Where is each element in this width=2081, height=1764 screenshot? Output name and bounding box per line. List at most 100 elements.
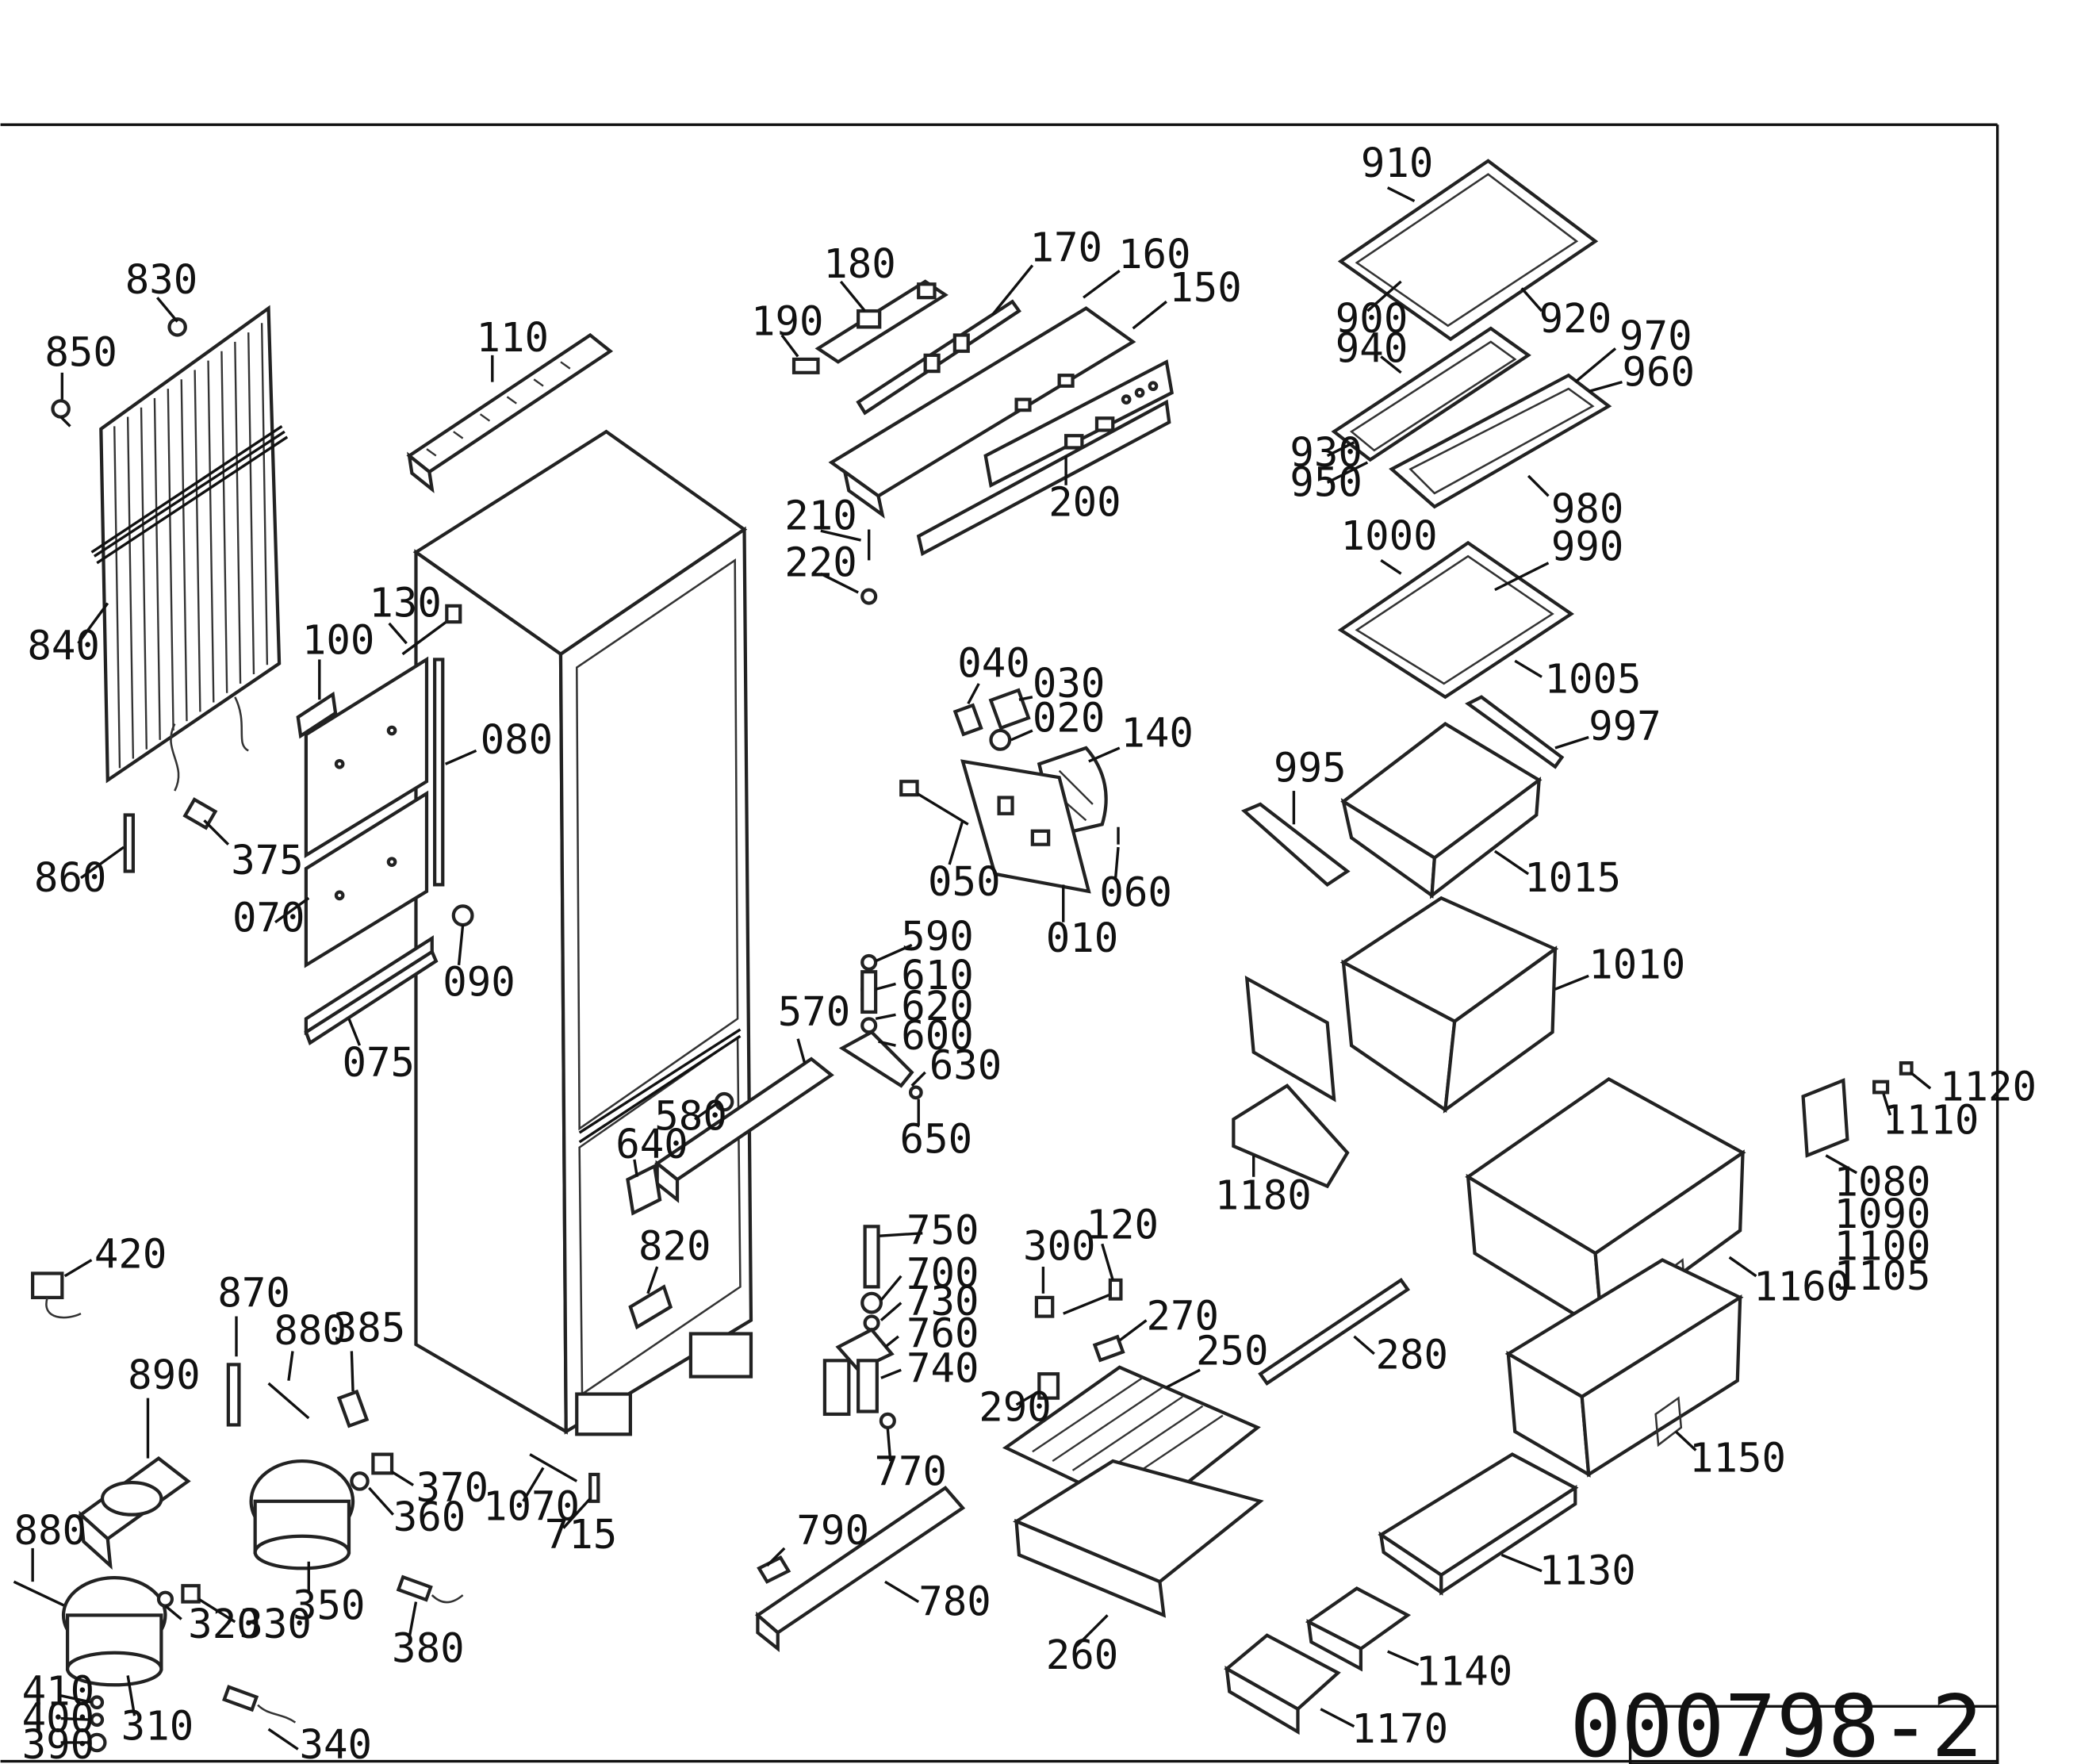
hinge-640[interactable] [626,1164,662,1216]
label-410: 410 [22,1668,95,1715]
bottom-hinges[interactable] [575,1332,753,1436]
leader-lines [31,186,1932,1751]
sound-box-890[interactable] [78,1456,191,1570]
pcb-170[interactable] [856,299,1021,416]
label-890: 890 [128,1352,201,1398]
label-320: 320 [188,1601,261,1647]
panel-100[interactable] [296,691,338,739]
label-385: 385 [333,1305,406,1352]
door-1080[interactable] [1801,1078,1849,1158]
control-housing-160[interactable] [828,306,1136,519]
cable-340[interactable] [222,1685,297,1724]
label-075: 075 [343,1039,416,1086]
shelf-930[interactable] [1331,326,1531,462]
label-880b: 880 [13,1507,86,1554]
cabinet-body[interactable] [412,429,753,1435]
label-160: 160 [1118,231,1191,278]
clip-330[interactable] [181,1584,201,1604]
capillary-880b[interactable] [13,1580,66,1608]
latch-1110[interactable] [1872,1079,1890,1095]
tray-260[interactable] [1013,1459,1264,1618]
part-300[interactable] [1034,1295,1055,1318]
sleeve-270[interactable] [1092,1334,1125,1363]
diagram-frame [0,123,1999,1764]
label-850: 850 [44,328,117,375]
drawer-1015[interactable] [1340,722,1543,899]
box-1140[interactable] [1305,1586,1412,1672]
knob-040[interactable] [952,703,983,737]
rail-995[interactable] [1240,802,1351,888]
nut-220[interactable] [860,588,878,605]
capillary-880a[interactable] [267,1382,310,1420]
plug-580[interactable] [714,1091,734,1112]
rail-997[interactable] [1465,695,1565,769]
label-090: 090 [443,959,515,1006]
part-1070[interactable] [529,1453,578,1482]
compressor-350[interactable] [249,1459,355,1570]
label-790[interactable] [757,1555,791,1584]
sleeve-375[interactable] [182,797,218,830]
inner-panels-070[interactable] [304,656,429,968]
clip-370[interactable] [371,1452,394,1475]
label-770: 770 [874,1448,947,1494]
plug-090[interactable] [451,904,474,927]
bulb-020[interactable] [989,728,1012,751]
gasket-strip-080[interactable] [433,658,445,887]
strip-200[interactable] [916,399,1171,557]
compressor-310[interactable] [61,1575,167,1687]
hinge-stack-590[interactable] [838,953,923,1100]
hinge-pin-750[interactable] [863,1225,880,1289]
sleeve-385[interactable] [336,1389,370,1428]
shelf-900[interactable] [1337,159,1599,342]
bracket-075[interactable] [304,935,439,1045]
box-1170[interactable] [1224,1633,1341,1735]
grommet-360[interactable] [350,1471,370,1491]
label-1105: 1105 [1834,1252,1930,1299]
label-070: 070 [232,895,305,941]
label-740: 740 [906,1344,979,1391]
label-970: 970 [1619,313,1692,359]
drawer-1010[interactable] [1339,895,1559,1114]
label-030: 030 [1033,660,1106,707]
pcb-180[interactable] [814,279,949,364]
fastener-850[interactable] [51,399,71,428]
connector-190[interactable] [791,357,820,374]
label-950: 950 [1290,458,1362,505]
drawer-1150[interactable] [1504,1258,1744,1478]
cable-050[interactable] [899,780,969,826]
label-1070: 1070 [483,1482,580,1529]
drier-870[interactable] [226,1363,241,1427]
bar-280[interactable] [1258,1278,1411,1386]
seal-030[interactable] [988,688,1031,731]
fastener-830[interactable] [167,317,187,337]
tray-1130[interactable] [1378,1452,1579,1596]
label-390: 390 [22,1721,95,1764]
label-1150: 1150 [1689,1435,1786,1482]
cover-strip-570[interactable] [654,1056,834,1203]
rod-120[interactable] [1063,1278,1123,1315]
label-380: 380 [392,1625,465,1672]
label-1080: 1080 [1834,1158,1930,1205]
display-panel-150[interactable] [983,359,1174,488]
hinge-820[interactable] [628,1284,673,1330]
screw-770[interactable] [879,1412,896,1429]
housing-010[interactable] [960,759,1091,894]
kick-plate-780[interactable] [754,1486,966,1653]
cable-380[interactable] [396,1574,464,1604]
shelf-980[interactable] [1389,373,1612,509]
label-210: 210 [784,493,857,539]
part-290[interactable] [1037,1372,1060,1400]
hinge-bracket-760[interactable] [822,1327,895,1417]
drier-filter-860[interactable] [123,813,136,873]
screw-715[interactable] [588,1472,600,1503]
washer-stack-700[interactable] [860,1291,883,1332]
label-840: 840 [27,622,100,669]
hinge-rod-130[interactable] [401,604,462,656]
grommet-320[interactable] [156,1590,174,1608]
condenser-part[interactable] [90,305,289,792]
frame-1180[interactable] [1232,975,1350,1189]
mount-stack-410[interactable] [87,1695,107,1753]
vent-grille-110[interactable] [406,332,614,493]
connector-420[interactable] [31,1271,82,1319]
latch-1120[interactable] [1899,1061,1914,1076]
